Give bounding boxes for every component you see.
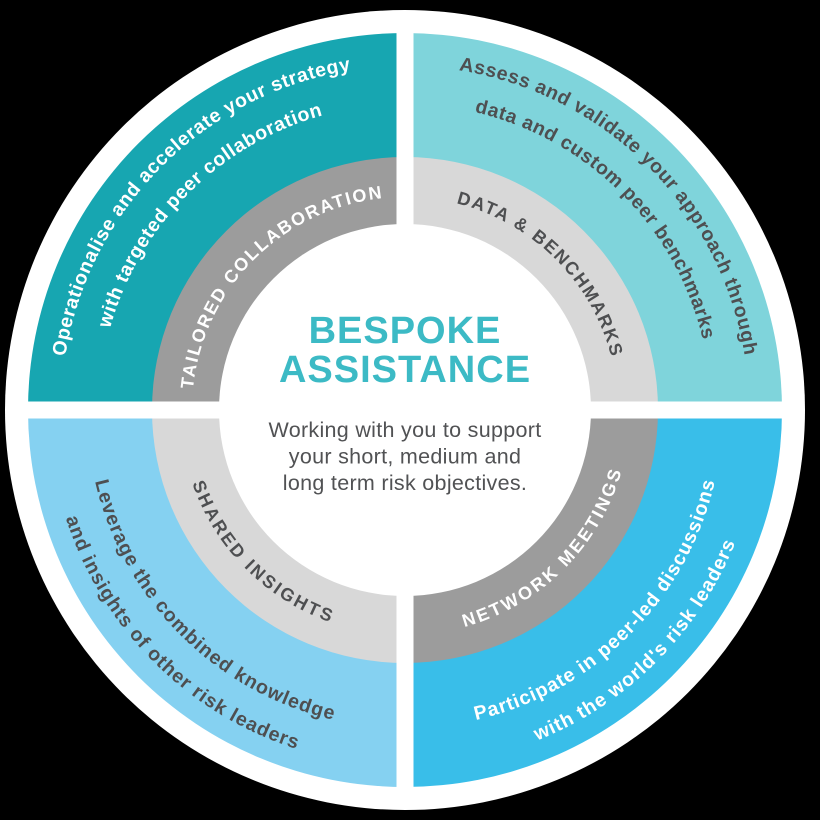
center-title-line1: BESPOKE [309,310,502,352]
center-subtitle-line3: long term risk objectives. [283,471,527,495]
center-title-line2: ASSISTANCE [279,349,531,391]
center-subtitle-line1: Working with you to support [269,418,542,442]
center-subtitle-line2: your short, medium and [289,445,521,469]
center-circle [219,224,591,596]
